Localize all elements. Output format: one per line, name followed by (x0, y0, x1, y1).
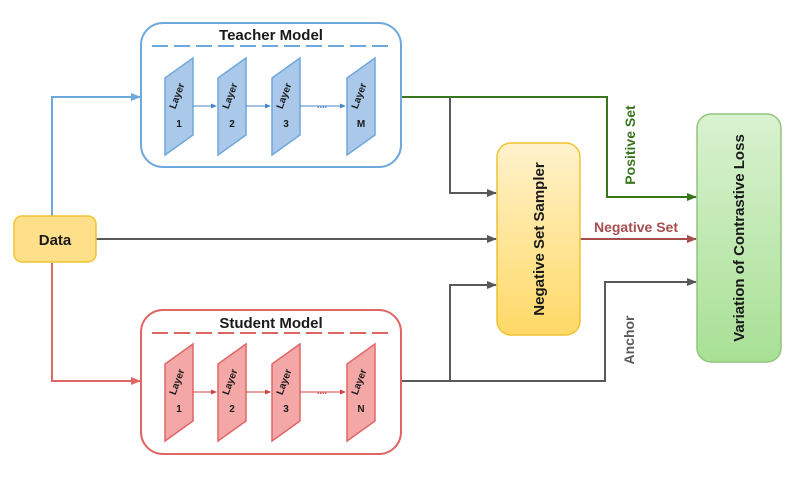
student-ellipsis: .... (317, 386, 327, 396)
student-layer-3-index: 3 (283, 404, 289, 415)
student-layer-n: Layer N (346, 342, 376, 443)
teacher-layer-3: Layer 3 (271, 56, 301, 157)
teacher-layer-m-index: M (357, 119, 365, 130)
student-layer-3: Layer 3 (271, 342, 301, 443)
student-model-box: Student Model Layer 1 Layer 2 Layer 3 La… (140, 309, 402, 455)
edge-data-to-teacher (51, 93, 141, 216)
edge-teacher-to-loss-positive (402, 96, 697, 201)
edge-student-to-loss-anchor (450, 278, 697, 382)
student-layer-2: Layer 2 (217, 342, 247, 443)
student-layer-1-index: 1 (176, 404, 182, 415)
data-node-label: Data (39, 232, 72, 249)
teacher-ellipsis: .... (317, 100, 327, 110)
teacher-layer-2: Layer 2 (217, 56, 247, 157)
teacher-layer-1: Layer 1 (164, 56, 194, 157)
student-layer-n-index: N (357, 404, 364, 415)
edge-student-to-sampler (402, 281, 497, 382)
negative-set-label: Negative Set (594, 219, 678, 235)
contrastive-loss-label: Variation of Contrastive Loss (731, 134, 748, 342)
contrastive-loss-node: Variation of Contrastive Loss (696, 113, 782, 363)
teacher-model-box: Teacher Model Layer 1 Layer 2 Layer 3 La… (140, 22, 402, 168)
student-layer-2-index: 2 (229, 404, 235, 415)
student-model-title: Student Model (219, 315, 322, 332)
teacher-layer-1-index: 1 (176, 119, 182, 130)
negative-set-sampler-node: Negative Set Sampler (496, 142, 581, 336)
student-layer-1: Layer 1 (164, 342, 194, 443)
positive-set-label: Positive Set (622, 105, 638, 185)
negative-set-sampler-label: Negative Set Sampler (531, 162, 548, 316)
teacher-layer-3-index: 3 (283, 119, 289, 130)
data-node: Data (13, 215, 97, 263)
teacher-layer-m: Layer M (346, 56, 376, 157)
teacher-layer-2-index: 2 (229, 119, 235, 130)
edge-teacher-to-sampler (449, 97, 497, 197)
teacher-model-title: Teacher Model (219, 27, 323, 44)
anchor-label: Anchor (621, 315, 637, 365)
edge-data-to-student (51, 263, 141, 385)
